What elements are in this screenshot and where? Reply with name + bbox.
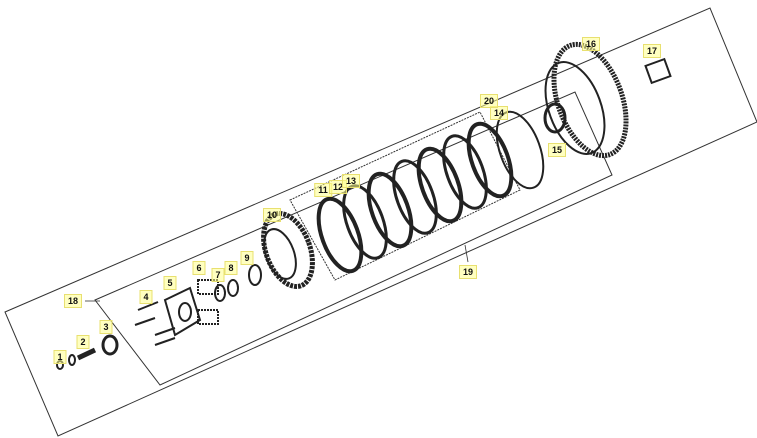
callout-6[interactable]: 6 <box>192 261 206 275</box>
inner-group-boundary <box>94 91 613 386</box>
callout-20[interactable]: 20 <box>479 94 499 108</box>
callout-2[interactable]: 2 <box>76 335 90 349</box>
callout-15[interactable]: 15 <box>547 143 567 157</box>
clutch-plates <box>316 110 545 274</box>
callout-17[interactable]: 17 <box>642 44 662 58</box>
callout-13[interactable]: 13 <box>341 174 361 188</box>
callout-19[interactable]: 19 <box>458 265 478 279</box>
callout-18[interactable]: 18 <box>63 294 83 308</box>
callout-16[interactable]: 16 <box>581 37 601 51</box>
callout-10[interactable]: 10 <box>262 208 282 222</box>
callout-9[interactable]: 9 <box>240 251 254 265</box>
clutch-housing <box>543 41 672 159</box>
pressure-plate-springs <box>56 264 262 370</box>
callout-5[interactable]: 5 <box>163 276 177 290</box>
callout-1[interactable]: 1 <box>53 350 67 364</box>
callout-7[interactable]: 7 <box>211 268 225 282</box>
callout-8[interactable]: 8 <box>224 261 238 275</box>
callout-3[interactable]: 3 <box>99 320 113 334</box>
clutch-hub <box>261 211 315 289</box>
outer-group-boundary <box>4 7 757 437</box>
callout-4[interactable]: 4 <box>139 290 153 304</box>
callout-14[interactable]: 14 <box>489 106 509 120</box>
plate-group-boundary <box>289 111 521 281</box>
